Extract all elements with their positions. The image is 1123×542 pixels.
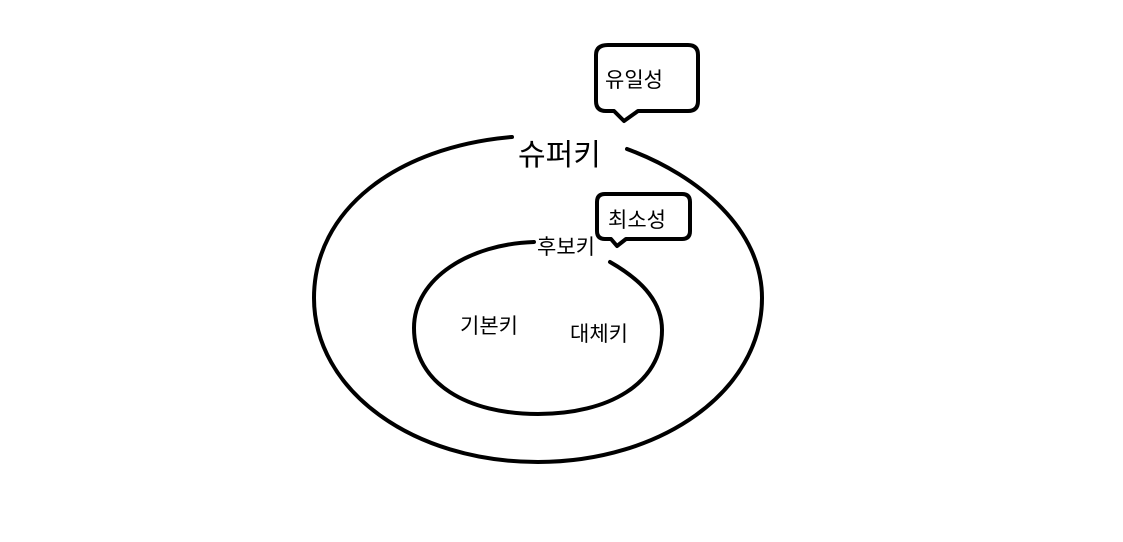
uniqueness-callout: 유일성 — [594, 43, 700, 123]
inner-set-member: 기본키 — [460, 314, 518, 338]
inner-set-ellipse — [411, 240, 665, 417]
inner-set-label: 후보키 — [537, 235, 595, 259]
outer-set-label: 슈퍼키 — [518, 138, 601, 173]
outer-set-ellipse — [311, 135, 765, 465]
uniqueness-callout-bubble — [594, 43, 700, 123]
uniqueness-callout-label: 유일성 — [605, 68, 663, 92]
minimality-callout-bubble — [595, 192, 692, 248]
inner-set-member: 대체키 — [570, 322, 628, 346]
minimality-callout-label: 최소성 — [608, 208, 666, 232]
minimality-callout: 최소성 — [595, 192, 692, 248]
